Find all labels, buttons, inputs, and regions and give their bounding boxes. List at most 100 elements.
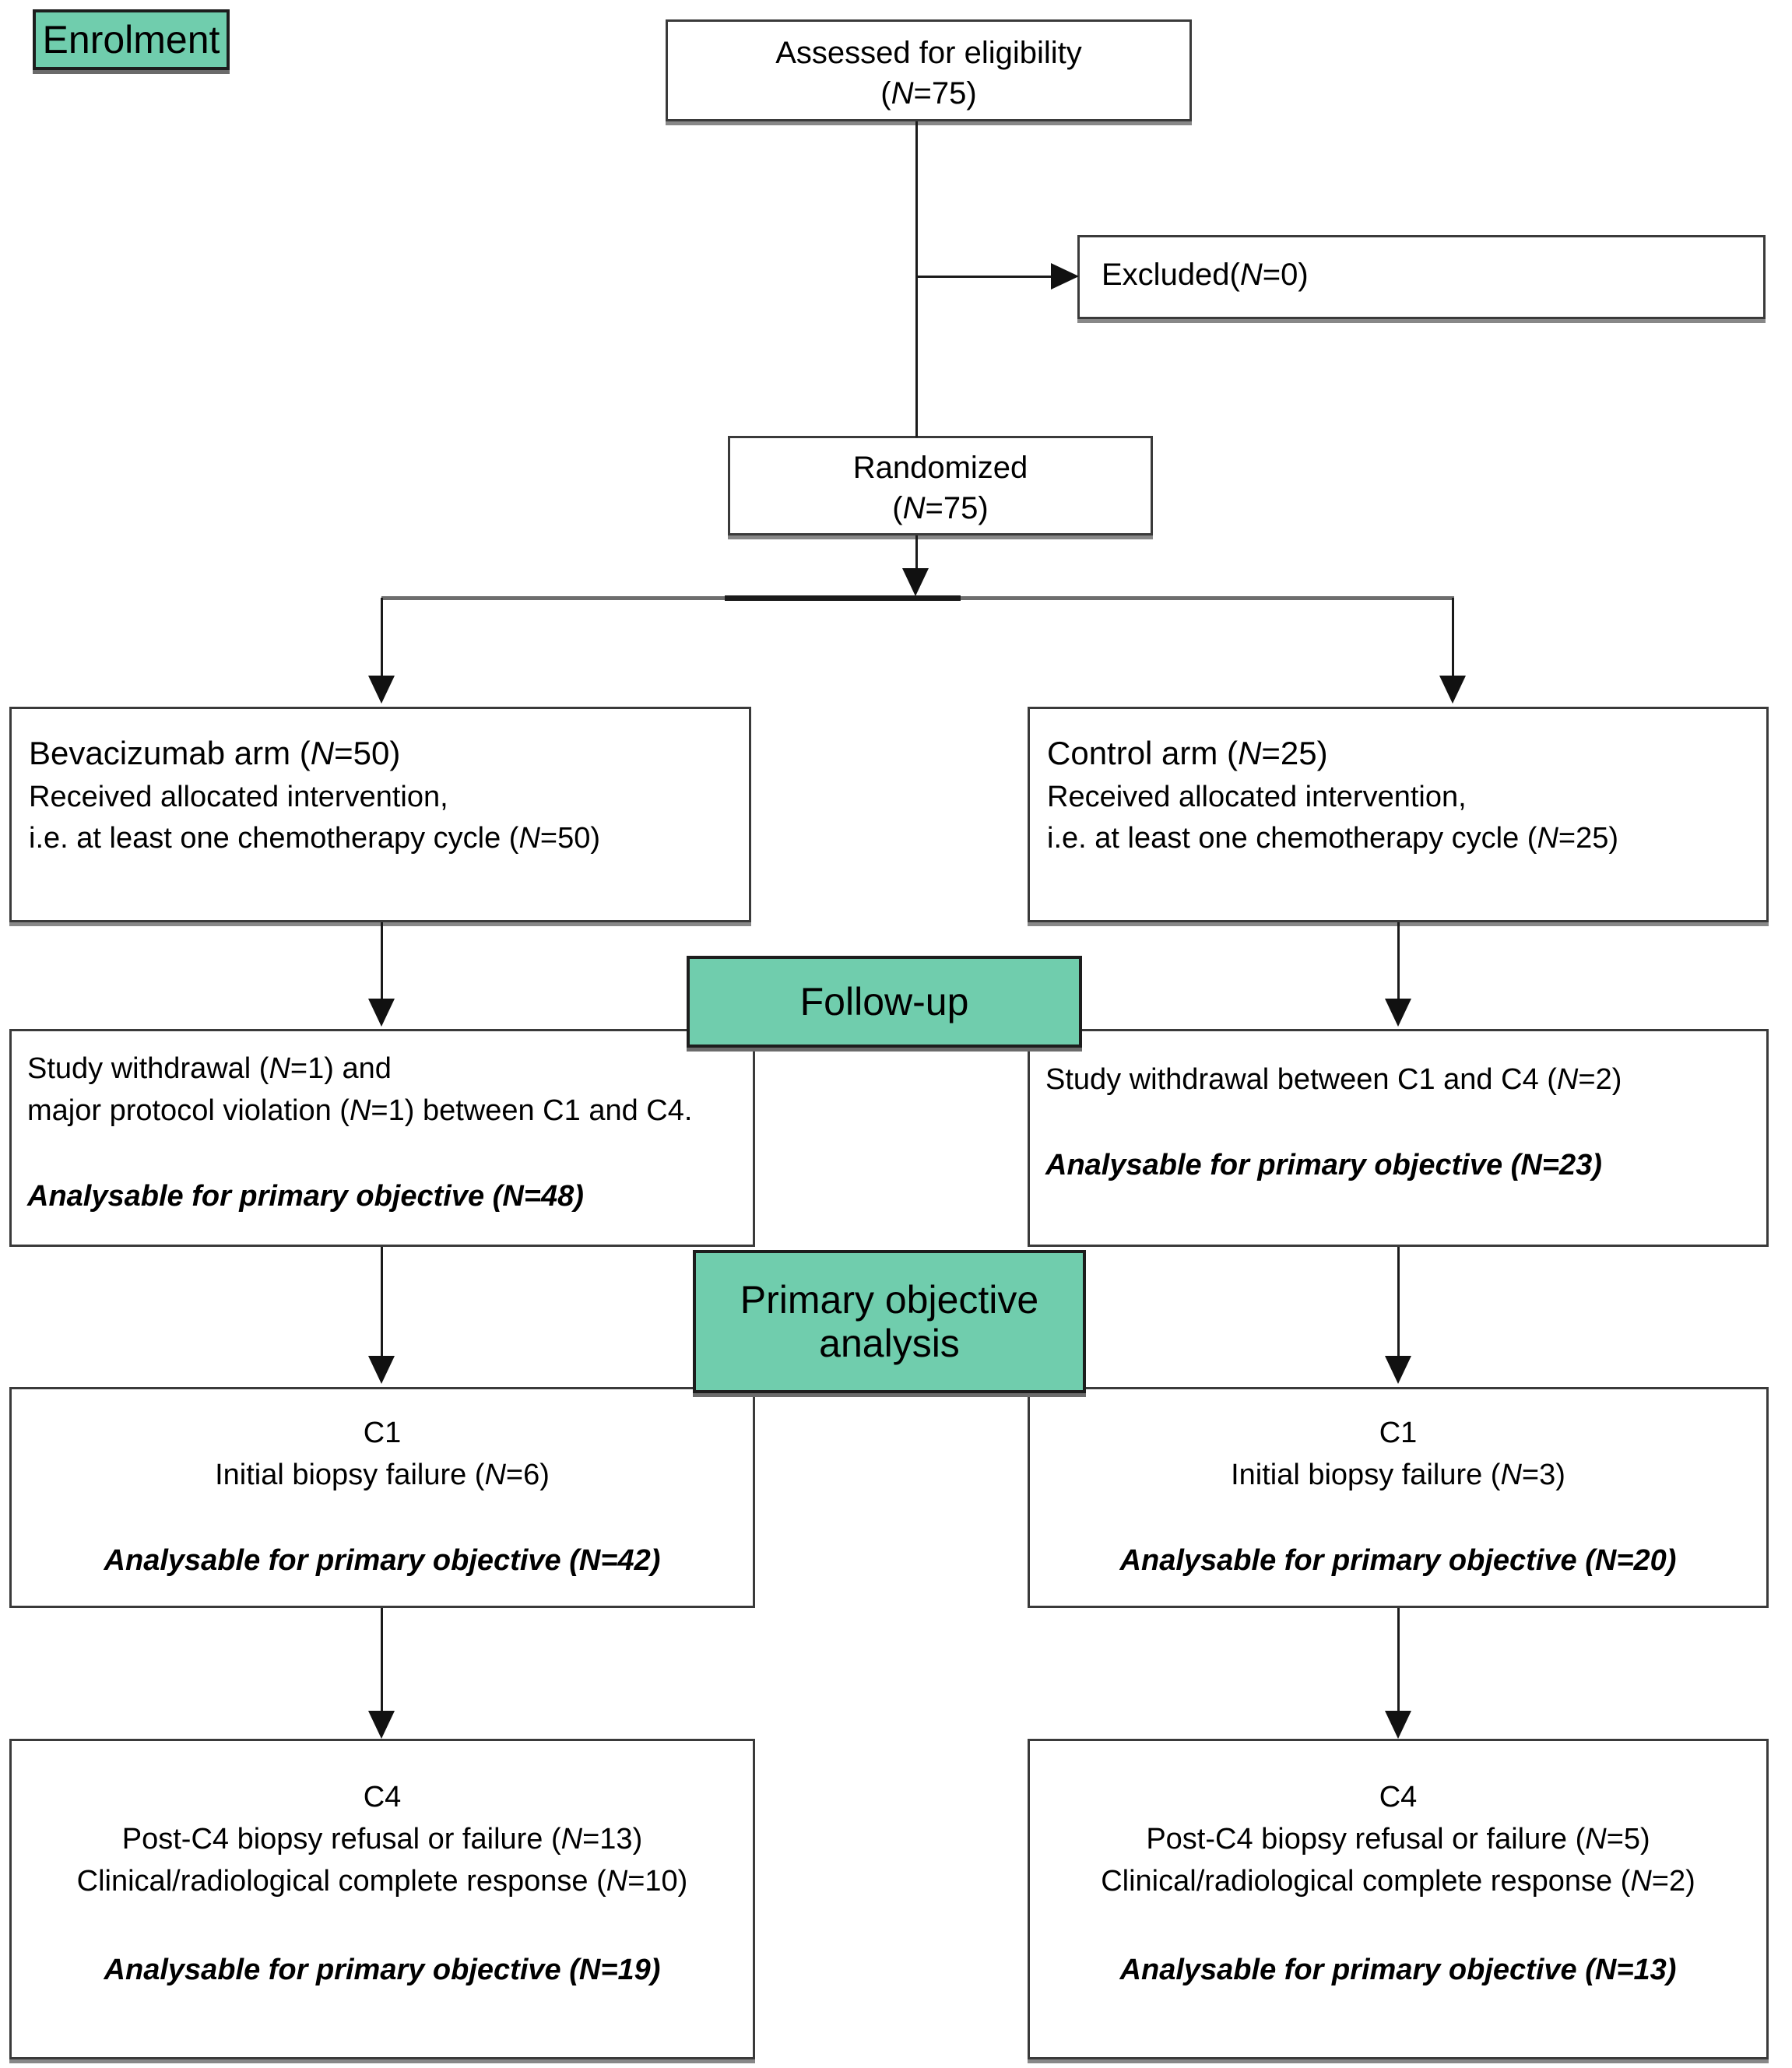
bev-followup-analysable: Analysable for primary objective (N=48) [27,1176,692,1218]
t: Analysable for primary objective ( [1045,1148,1521,1181]
node-bevacizumab-c1: C1 Initial biopsy failure (N=6) Analysab… [9,1387,755,1608]
ctrl-arm-line1: Control arm (N=25) [1047,731,1618,777]
ctrl-c4-line3: Clinical/radiological complete response … [1030,1861,1766,1903]
paren: ( [880,76,891,111]
n-italic: N [1594,1953,1617,1986]
connector-assessed-to-randomized [915,121,918,437]
node-bevacizumab-followup: Study withdrawal (N=1) and major protoco… [9,1029,755,1247]
v: =3) [1521,1458,1565,1491]
t: Study withdrawal ( [27,1052,269,1085]
arrowhead-ctrl-c4 [1385,1711,1411,1739]
v: =42) [600,1543,661,1577]
t: Initial biopsy failure ( [1231,1458,1501,1491]
connector-ctrl-c1-to-c4 [1397,1608,1400,1712]
n-italic: N [1585,1822,1607,1856]
node-control-c4: C4 Post-C4 biopsy refusal or failure (N=… [1028,1739,1769,2059]
bev-c4-line2: Post-C4 biopsy refusal or failure (N=13) [12,1819,753,1861]
t: Clinical/radiological complete response … [1101,1864,1631,1898]
n-italic: N [578,1953,601,1986]
n-italic: N [560,1822,583,1856]
ctrl-c1-label: C1 [1379,1417,1418,1449]
arrowhead-to-excluded [1051,263,1079,290]
node-randomized: Randomized (N=75) [728,436,1153,535]
node-control-c1: C1 Initial biopsy failure (N=3) Analysab… [1028,1387,1769,1608]
n-italic: N [269,1052,290,1085]
arrowhead-ctrl-c1 [1385,1356,1411,1384]
excluded-suffix: =0) [1262,258,1309,292]
assessed-line1: Assessed for eligibility [775,36,1082,70]
connector-ctrl-arm-to-followup [1397,922,1400,1000]
v: =1) and [290,1052,392,1085]
v: =48) [523,1179,584,1213]
t: Analysable for primary objective ( [104,1543,579,1577]
v: =19) [600,1953,661,1986]
bev-c1-line2: Initial biopsy failure (N=6) [12,1455,753,1497]
connector-to-excluded [915,276,1056,278]
stage-label-followup: Follow-up [687,956,1082,1048]
bev-c4-label: C4 [363,1781,402,1813]
t: i.e. at least one chemotherapy cycle ( [29,821,519,855]
bev-followup-line2: major protocol violation (N=1) between C… [27,1090,692,1132]
node-assessed-for-eligibility: Assessed for eligibility (N=75) [666,19,1192,121]
t: major protocol violation ( [27,1094,350,1127]
t: Post-C4 biopsy refusal or failure ( [121,1822,561,1856]
n-italic: N [1594,1543,1617,1577]
value: =75) [913,76,977,111]
node-bevacizumab-c4: C4 Post-C4 biopsy refusal or failure (N=… [9,1739,755,2059]
stage-label-enrolment-text: Enrolment [42,18,220,61]
line1: Primary objective [740,1278,1039,1322]
v: =2) [1578,1063,1622,1096]
ctrl-arm-line2: Received allocated intervention, [1047,780,1467,813]
n-italic: N [606,1864,628,1898]
ctrl-c4-analysable: Analysable for primary objective (N=13) [1030,1950,1766,1992]
v: =6) [505,1458,550,1491]
connector-bev-followup-to-c1 [381,1247,383,1357]
n-italic: N [1239,258,1263,292]
connector-randomized-to-split [915,535,918,573]
n-italic: N [502,1179,524,1213]
t: Analysable for primary objective ( [27,1179,503,1213]
connector-ctrl-followup-to-c1 [1397,1247,1400,1357]
stage-label-primary-objective-analysis: Primary objective analysis [693,1250,1086,1393]
paren: ( [892,491,903,525]
connector-split-to-ctrl-arm [1452,598,1454,679]
bev-arm-line2: Received allocated intervention, [29,780,448,813]
v: =13) [1616,1953,1677,1986]
v: =50) [334,735,401,771]
v: =13) [582,1822,643,1856]
connector-split-to-bev-arm [381,598,383,679]
node-bevacizumab-arm: Bevacizumab arm (N=50) Received allocate… [9,707,751,922]
n-italic: N [1238,735,1262,771]
t: Control arm ( [1047,735,1239,771]
stage-label-enrolment: Enrolment [33,9,230,70]
randomized-line1: Randomized [852,451,1028,485]
ctrl-followup-analysable: Analysable for primary objective (N=23) [1045,1145,1622,1187]
bev-c4-line3: Clinical/radiological complete response … [12,1861,753,1903]
t: Study withdrawal between C1 and C4 ( [1045,1063,1557,1096]
arrowhead-bev-c4 [368,1711,395,1739]
arrowhead-ctrl-followup [1385,999,1411,1027]
bev-c4-analysable: Analysable for primary objective (N=19) [12,1950,753,1992]
bev-c1-analysable: Analysable for primary objective (N=42) [12,1540,753,1582]
t: Post-C4 biopsy refusal or failure ( [1146,1822,1586,1856]
n-italic: N [1630,1864,1652,1898]
bev-c1-label: C1 [363,1417,402,1449]
arrowhead-bev-followup [368,999,395,1027]
n-italic: N [310,735,335,771]
n-italic: N [484,1458,506,1491]
ctrl-c4-line2: Post-C4 biopsy refusal or failure (N=5) [1030,1819,1766,1861]
excluded-prefix: Excluded( [1102,258,1240,292]
arrowhead-to-split [902,568,929,596]
arrowhead-ctrl-arm [1439,676,1466,704]
t: Analysable for primary objective ( [104,1953,579,1986]
arrowhead-bev-c1 [368,1356,395,1384]
split-bar [381,595,1454,601]
bev-arm-line3: i.e. at least one chemotherapy cycle (N=… [29,818,600,859]
value: =75) [925,491,989,525]
stage-label-primary-objective-analysis-text: Primary objective analysis [740,1278,1038,1365]
line2: analysis [819,1322,960,1365]
v: =2) [1651,1864,1695,1898]
v: =25) [1558,821,1619,855]
node-control-arm: Control arm (N=25) Received allocated in… [1028,707,1769,922]
v: =50) [539,821,601,855]
